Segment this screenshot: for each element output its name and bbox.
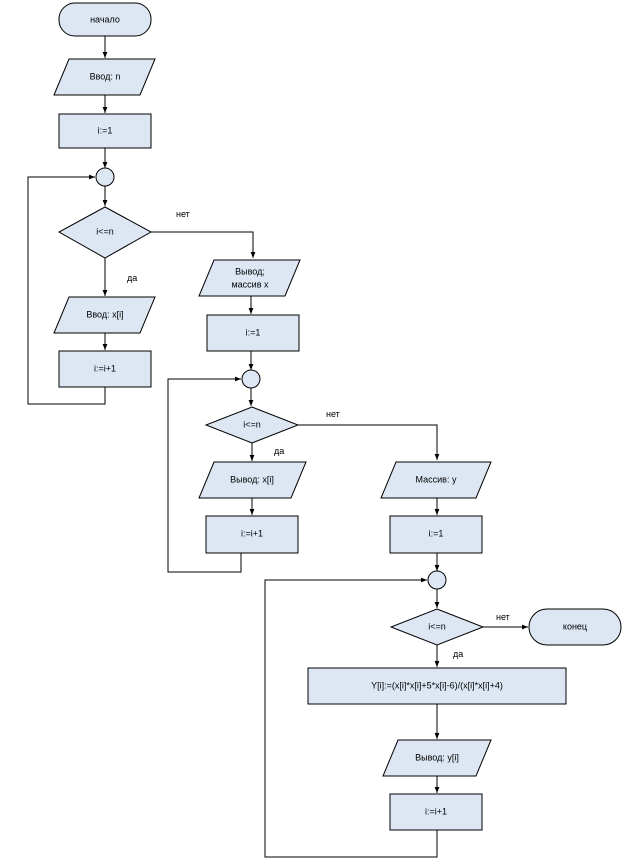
start-label: начало (90, 14, 120, 24)
assign-i1-c-label: i:=1 (429, 528, 444, 538)
assign-i1-b-label: i:=1 (246, 327, 261, 337)
cond-a-no-label: нет (176, 209, 190, 219)
output-x-label: Вывод: x[i] (230, 474, 274, 484)
array-y-label: Массив: y (416, 474, 457, 484)
edge-cond-a-no (151, 231, 256, 258)
edge-loop-back-a (27, 174, 106, 405)
inc-a-box (58, 350, 152, 388)
inc-c-box (389, 793, 483, 831)
input-n-parallelogram (53, 58, 156, 96)
assign-i1-a-label: i:=1 (98, 125, 113, 135)
input-x-parallelogram (53, 296, 156, 334)
end-label: конец (563, 621, 587, 631)
input-x-label: Ввод: x[i] (86, 309, 123, 319)
end-terminal (528, 608, 622, 646)
cond-a-label: i<=n (96, 226, 114, 236)
cond-b-yes-label: да (274, 446, 284, 456)
inc-c-label: i:=i+1 (425, 806, 447, 816)
inc-b-label: i:=i+1 (241, 528, 263, 538)
output-y-parallelogram (382, 739, 492, 777)
junction-a (95, 167, 115, 187)
cond-b-label: i<=n (243, 419, 261, 429)
cond-c-yes-label: да (453, 649, 463, 659)
junction-b (241, 369, 261, 389)
junction-c (427, 570, 447, 590)
cond-c-label: i<=n (428, 621, 446, 631)
formula-label: Y[i]:=(x[i]*x[i]+5*x[i]-6)/(x[i]*x[i]+4) (371, 680, 503, 690)
output-array-x-label-line2: массив х (231, 279, 269, 289)
formula-box (307, 667, 567, 705)
output-array-x-parallelogram (198, 259, 301, 297)
array-y-parallelogram (380, 461, 492, 499)
assign-i1-c-box (389, 515, 483, 554)
cond-b-no-label: нет (326, 409, 340, 419)
output-x-parallelogram (198, 461, 307, 499)
inc-b-box (205, 515, 299, 554)
edge-loop-back-b (167, 376, 242, 573)
edge-cond-b-no (298, 424, 440, 460)
assign-i1-b-box (206, 314, 300, 352)
cond-a-yes-label: да (127, 273, 137, 283)
edge-loop-back-c (264, 577, 438, 858)
output-array-x-label-line1: Вывод; (235, 266, 265, 276)
output-y-label: Вывод: y[i] (415, 752, 459, 762)
assign-i1-a-box (58, 113, 152, 149)
cond-c-no-label: нет (496, 612, 510, 622)
inc-a-label: i:=i+1 (94, 363, 116, 373)
input-n-label: Ввод: n (90, 71, 121, 81)
